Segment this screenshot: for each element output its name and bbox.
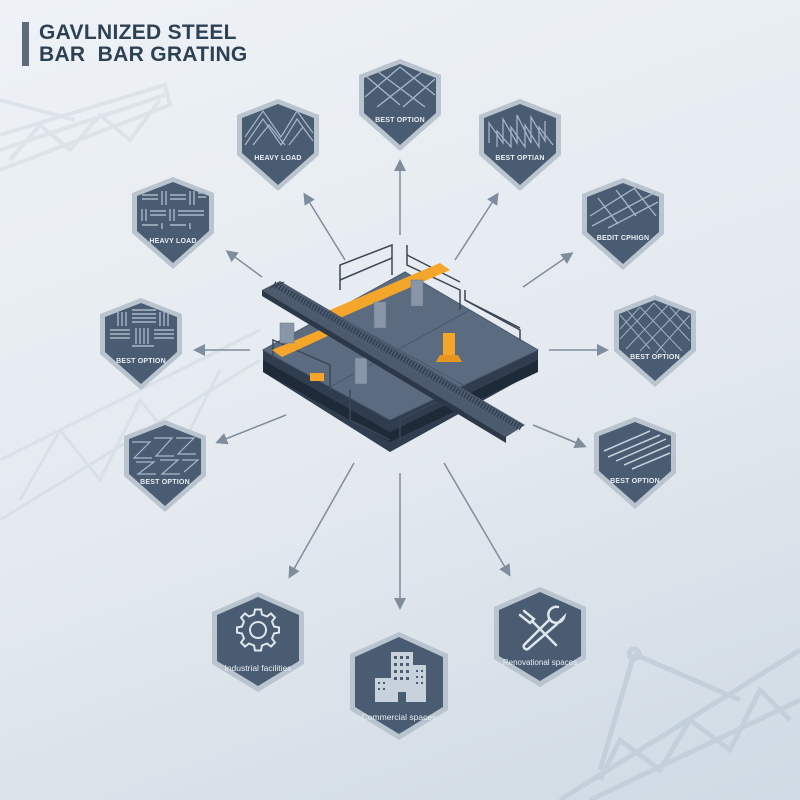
z-bar-grating-icon (124, 420, 206, 512)
isometric-steel-grating-platform (261, 243, 540, 452)
diagonal-bar-grating-icon (594, 417, 676, 509)
badge-label: HEAVY LOAD (254, 155, 302, 162)
title-accent-bar (22, 22, 29, 66)
title-line-2: BAR BAR GRATING (39, 43, 248, 66)
badge-label: BEST OPTION (610, 478, 660, 485)
application-industrial-facilities: Industrial facilities (208, 590, 308, 694)
badge-label: BEST OPTION (116, 358, 166, 365)
page-title: GAVLNIZED STEEL BAR BAR GRATING (22, 22, 248, 66)
badge-bedit-cphign-diagonal: BEDIT CPHIGN (578, 176, 668, 272)
title-line-1: GAVLNIZED STEEL (39, 21, 237, 44)
badge-best-option-zigzag: BEST OPTIAN (475, 97, 565, 193)
crossweave-grating-icon (100, 298, 182, 390)
herringbone-grating-icon (237, 99, 319, 191)
badge-heavy-load-basketweave: HEAVY LOAD (128, 175, 218, 271)
badge-best-option-crossweave: BEST OPTION (96, 296, 186, 392)
buildings-icon (375, 652, 426, 702)
application-label: Industrial facilities (224, 663, 292, 673)
badge-best-option-diamond: BEST OPTION (355, 57, 445, 153)
badge-best-option-diagonal-bars: BEST OPTION (590, 415, 680, 511)
badge-heavy-load-herringbone: HEAVY LOAD (233, 97, 323, 193)
application-renovational-spaces: Renovational spaces (490, 585, 590, 689)
application-label: Renovational spaces (502, 658, 578, 667)
arrows (193, 159, 609, 610)
diamond-grating-icon (359, 59, 441, 151)
diagonal-grating-icon (582, 178, 664, 270)
gear-icon (236, 608, 280, 652)
application-label: Commercial spaces (361, 712, 437, 722)
tools-icon (518, 605, 567, 651)
badge-best-option-mesh: BEST OPTION (610, 293, 700, 389)
mesh-grating-icon (614, 295, 696, 387)
crane-silhouette-top-left (0, 82, 173, 172)
badge-label: BEDIT CPHIGN (596, 235, 650, 242)
badge-label: BEST OPTION (140, 479, 190, 486)
basketweave-grating-icon (132, 177, 214, 269)
badge-label: BEST OPTION (375, 117, 425, 124)
application-commercial-spaces: Commercial spaces (346, 630, 452, 742)
zigzag-grating-icon (479, 99, 561, 191)
badge-best-option-zbars: BEST OPTION (120, 418, 210, 514)
crane-silhouette-bottom-right (558, 646, 800, 800)
badge-label: BEST OPTION (630, 354, 680, 361)
badge-label: BEST OPTIAN (495, 155, 545, 162)
badge-label: HEAVY LOAD (149, 238, 197, 245)
